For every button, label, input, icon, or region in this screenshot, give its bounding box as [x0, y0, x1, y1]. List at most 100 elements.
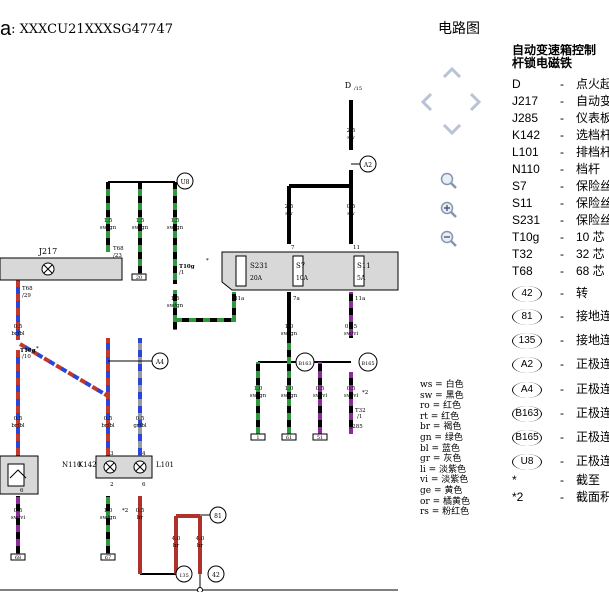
legend-code: * — [512, 473, 517, 487]
svg-text:sw: sw — [347, 135, 355, 141]
legend-dash: - — [560, 77, 564, 91]
svg-text:/23: /23 — [113, 253, 122, 259]
svg-text:3: 3 — [110, 451, 114, 457]
svg-text:7: 7 — [291, 245, 295, 251]
legend-desc: 仪表板 — [576, 111, 609, 125]
svg-text:sw/vi: sw/vi — [344, 393, 358, 399]
legend-desc: 档杆 — [576, 162, 601, 176]
svg-text:sw/gn: sw/gn — [100, 225, 117, 231]
legend-dash: - — [560, 286, 564, 300]
legend-code: S7 — [512, 179, 527, 193]
wire-labels: D /15 2.5sw 2.5sw 0.5sw 1.5sw/gn 1.5sw/g… — [11, 81, 362, 549]
wire-color-entry: bl = 蓝色 — [420, 443, 460, 454]
svg-text:T10g: T10g — [20, 348, 36, 354]
svg-text:6: 6 — [142, 482, 146, 488]
svg-text:S11: S11 — [357, 262, 371, 270]
wires-sw-vi — [16, 292, 353, 554]
svg-text:68: 68 — [15, 555, 21, 561]
legend-desc: 68 芯 — [576, 264, 605, 278]
legend-code: T32 — [512, 247, 533, 261]
n110-component: N110 — [0, 455, 82, 495]
legend-desc: 接地连 — [576, 309, 609, 323]
search-icon[interactable] — [440, 172, 458, 190]
node-b163: B163 — [295, 352, 315, 372]
wire-color-entry: vi = 淡紫色 — [420, 475, 469, 486]
svg-text:sw/gn: sw/gn — [100, 515, 117, 521]
legend-code: 81 — [512, 309, 542, 325]
legend-dash: - — [560, 213, 564, 227]
svg-text:N110: N110 — [62, 461, 82, 469]
pan-left-icon[interactable] — [420, 92, 432, 112]
legend-dash: - — [560, 454, 564, 468]
svg-text:51: 51 — [317, 435, 323, 441]
svg-text:T32: T32 — [355, 408, 366, 414]
zoom-in-icon[interactable] — [440, 201, 458, 219]
legend-dash: - — [560, 162, 564, 176]
wire-color-entry: ws = 白色 — [420, 380, 464, 390]
pan-right-icon[interactable] — [470, 92, 482, 112]
legend-code: A4 — [512, 382, 542, 398]
wire-color-entry: sw = 黑色 — [420, 390, 464, 401]
svg-text:0.5: 0.5 — [104, 416, 113, 422]
svg-text:*: * — [36, 346, 39, 352]
legend-desc: 转 — [576, 286, 589, 300]
legend-code: B163 — [512, 406, 542, 422]
svg-text:61: 61 — [286, 435, 292, 441]
node-a2: A2 — [351, 155, 377, 173]
pan-up-icon[interactable] — [442, 66, 462, 78]
svg-text:T68: T68 — [113, 246, 124, 252]
svg-text:D: D — [345, 81, 351, 90]
legend-desc: 排档杆 — [576, 145, 609, 159]
legend-desc: 自动变 — [576, 94, 609, 108]
wire-gr-bl — [138, 338, 142, 458]
svg-text:S231: S231 — [250, 262, 268, 270]
wire-color-entry: ro = 红色 — [420, 401, 461, 412]
legend-desc: 32 芯 — [576, 247, 605, 261]
svg-text:U8: U8 — [181, 179, 190, 186]
svg-text:sw/gn: sw/gn — [250, 393, 267, 399]
legend-desc: 正极连 — [576, 406, 609, 420]
svg-text:sw/gn: sw/gn — [167, 303, 184, 309]
wire-color-entry: rt = 红色 — [420, 411, 460, 422]
pan-down-icon[interactable] — [442, 124, 462, 136]
svg-text:sw: sw — [347, 211, 355, 217]
svg-text:81: 81 — [214, 513, 222, 520]
node-135: 135 — [175, 565, 193, 583]
svg-text:T68: T68 — [22, 286, 33, 292]
legend-desc: 保险丝 — [576, 213, 609, 227]
svg-text:0.5: 0.5 — [136, 416, 145, 422]
svg-text:br: br — [173, 543, 180, 549]
wire-color-entry: ge = 黄色 — [420, 485, 463, 496]
legend-dash: - — [560, 111, 564, 125]
legend-desc: 正极连 — [576, 430, 609, 444]
wire-sw-gn-h — [175, 318, 235, 322]
legend-dash: - — [560, 473, 564, 487]
svg-text:J285: J285 — [349, 424, 363, 430]
legend-dash: - — [560, 309, 564, 323]
svg-text:*2: *2 — [362, 390, 368, 396]
svg-text:1.5: 1.5 — [104, 218, 113, 224]
svg-text:/29: /29 — [22, 293, 31, 299]
node-42: 42 — [207, 565, 225, 583]
svg-text:A2: A2 — [363, 162, 372, 169]
zoom-out-icon[interactable] — [440, 230, 458, 248]
legend-dash: - — [560, 196, 564, 210]
svg-text:sw/gn: sw/gn — [167, 225, 184, 231]
wire-ground-stem — [197, 574, 203, 592]
k142-l101-box: K142 L101 — [78, 455, 174, 479]
pins: 20 68 67 1 61 51 — [10, 273, 328, 561]
legend-code: B165 — [512, 430, 542, 446]
wire-color-entry: rs = 粉红色 — [420, 507, 470, 518]
node-u8: U8 — [176, 172, 194, 190]
svg-text:1.5: 1.5 — [171, 296, 180, 302]
svg-text:sw/vi: sw/vi — [11, 515, 25, 521]
svg-text:0.5: 0.5 — [14, 508, 23, 514]
svg-text:br/bl: br/bl — [11, 331, 25, 337]
svg-text:1.0: 1.0 — [254, 386, 263, 392]
legend-dash: - — [560, 264, 564, 278]
legend-dash: - — [560, 333, 564, 347]
svg-text:1.0: 1.0 — [104, 508, 113, 514]
svg-text:0.35: 0.35 — [345, 324, 358, 330]
legend-code: S11 — [512, 196, 533, 210]
